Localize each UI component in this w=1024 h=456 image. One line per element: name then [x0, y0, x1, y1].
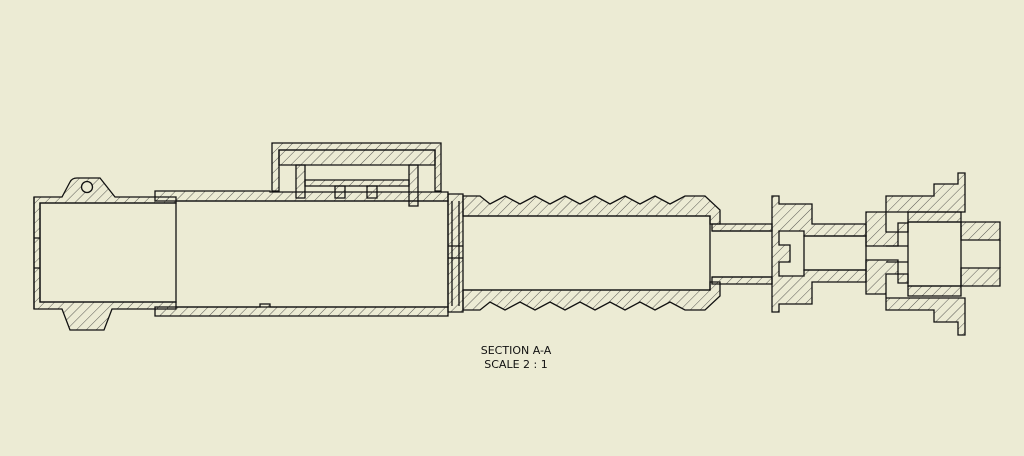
main-body-tube	[154, 190, 449, 317]
coupler-ring	[447, 193, 464, 313]
body-bore-outline	[39, 202, 177, 303]
scale-label: SCALE 2 : 1	[484, 358, 548, 371]
end-cap-left	[33, 177, 177, 331]
flanged-connector	[771, 195, 867, 313]
coupler-detail	[448, 201, 463, 306]
heatsink-bore-outline	[463, 215, 711, 291]
switch-housing	[271, 142, 442, 207]
section-label: SECTION A-A	[480, 344, 552, 357]
end-cap-slots	[34, 237, 40, 269]
neck-bore-outline	[712, 230, 772, 278]
tube-inner-outline	[176, 200, 449, 308]
neck-piece	[711, 223, 773, 285]
emitter-cap	[865, 172, 1001, 336]
emitter-bore-outline	[886, 221, 1001, 287]
finned-heatsink	[462, 195, 721, 311]
lug-hole	[80, 180, 94, 194]
section-caption: SECTION A-A SCALE 2 : 1	[416, 344, 616, 372]
connector-bore-outline	[803, 235, 867, 271]
